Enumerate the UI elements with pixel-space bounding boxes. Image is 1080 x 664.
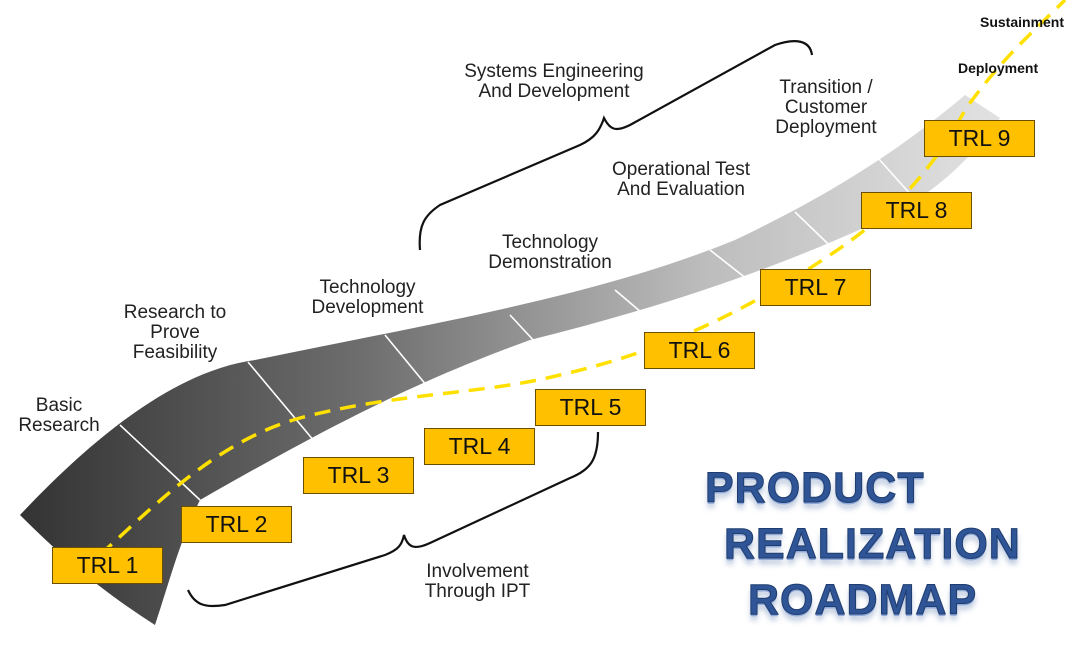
trl-2-box: TRL 2 [181, 506, 292, 543]
trl-3-box: TRL 3 [303, 457, 414, 494]
trl-8-box: TRL 8 [861, 192, 972, 229]
phase-label-research-feasibility: Research to Prove Feasibility [123, 302, 227, 363]
systems-engineering-bracket [418, 40, 814, 251]
phase-label-basic-research: Basic Research [18, 395, 100, 436]
trl-4-box: TRL 4 [424, 428, 535, 465]
sustainment-label: Sustainment [980, 14, 1065, 30]
trl-9-box: TRL 9 [924, 120, 1035, 157]
bracket-label-involvement-ipt: Involvement Through IPT [424, 561, 531, 602]
trl-6-box: TRL 6 [644, 332, 755, 369]
title-line-realization: REALIZATION [724, 520, 1021, 569]
deployment-label: Deployment [958, 60, 1039, 76]
bracket-label-systems-engineering: Systems Engineering And Development [464, 61, 644, 102]
phase-label-technology-development: Technology Development [311, 277, 424, 318]
stage-divider [384, 334, 456, 421]
stage-divider [794, 211, 851, 266]
title-line-product: PRODUCT [705, 464, 925, 513]
phase-label-technology-demonstration: Technology Demonstration [488, 232, 612, 273]
phase-label-operational-test: Operational Test And Evaluation [611, 159, 750, 200]
involvement-ipt-bracket [187, 431, 600, 608]
stage-divider [247, 361, 331, 461]
trl-1-box: TRL 1 [52, 547, 163, 584]
stage-divider [509, 314, 576, 386]
trl-dashed-path [98, 0, 1067, 557]
trl-7-box: TRL 7 [760, 269, 871, 306]
phase-label-transition: Transition / Customer Deployment [775, 77, 877, 138]
title-line-roadmap: ROADMAP [747, 576, 978, 625]
stage-divider [119, 424, 201, 501]
trl-5-box: TRL 5 [535, 389, 646, 426]
